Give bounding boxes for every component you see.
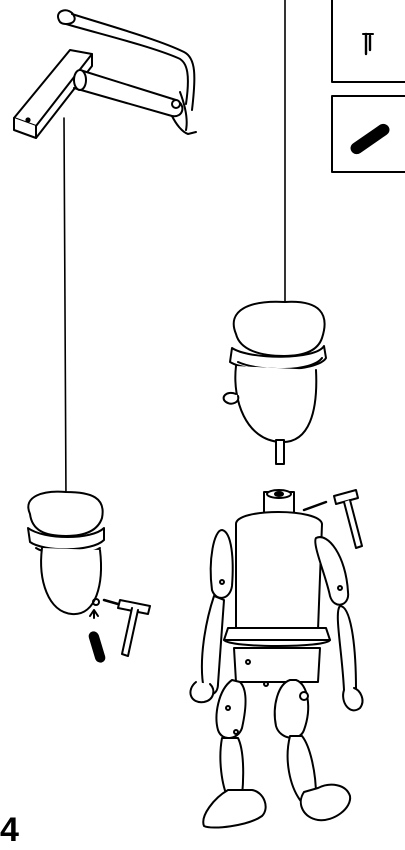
- nail-icon: [362, 32, 374, 56]
- control-bar: [13, 9, 197, 501]
- left-hammer: [102, 598, 151, 657]
- right-hammer: [302, 489, 363, 549]
- marionette-body: [189, 489, 364, 829]
- dowel-icon: [350, 124, 390, 154]
- wire-hook: [57, 9, 76, 25]
- legend-box-nail: [331, 0, 405, 83]
- step-number: 4: [0, 811, 19, 849]
- left-dowel: [88, 631, 106, 663]
- left-head: [27, 490, 105, 619]
- right-head: [222, 300, 327, 465]
- parts-legend: [331, 0, 405, 173]
